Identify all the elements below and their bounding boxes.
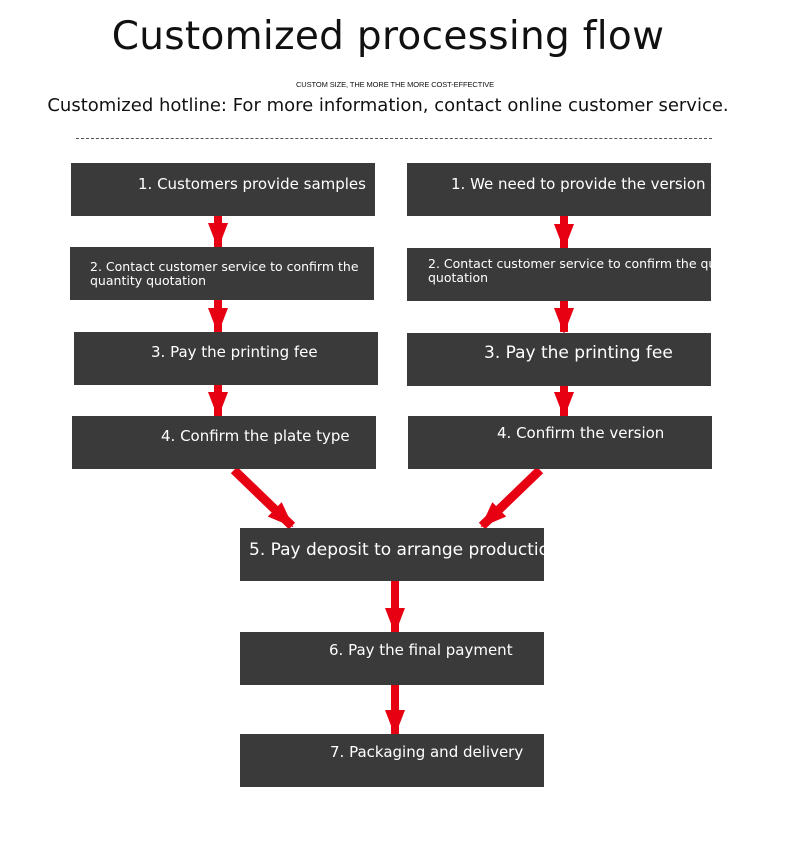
step-7-box: 7. Packaging and delivery <box>240 734 544 787</box>
right-step-4-label: 4. Confirm the version <box>497 424 665 442</box>
right-step-2-label: 2. Contact customer service to confirm t… <box>428 256 711 286</box>
right-step-4-box: 4. Confirm the version <box>408 416 712 469</box>
right-step-3-label: 3. Pay the printing fee <box>484 343 673 363</box>
arrow-right-4-5 <box>478 466 544 530</box>
step-6-label: 6. Pay the final payment <box>329 641 513 659</box>
left-step-1-label: 1. Customers provide samples <box>138 175 366 193</box>
step-7-label: 7. Packaging and delivery <box>330 743 524 761</box>
right-step-1-label: 1. We need to provide the version <box>451 175 706 193</box>
right-step-3-box: 3. Pay the printing fee <box>407 333 711 386</box>
dashed-divider <box>76 138 712 139</box>
step-5-label: 5. Pay deposit to arrange production <box>249 540 544 560</box>
page-title: Customized processing flow <box>111 14 665 59</box>
step-6-box: 6. Pay the final payment <box>240 632 544 685</box>
hotline-text: Customized hotline: For more information… <box>47 95 729 116</box>
right-step-2-box: 2. Contact customer service to confirm t… <box>407 248 711 301</box>
left-step-3-label: 3. Pay the printing fee <box>151 343 318 361</box>
right-step-1-box: 1. We need to provide the version <box>407 163 711 216</box>
left-step-3-box: 3. Pay the printing fee <box>74 332 378 385</box>
page-subtitle: CUSTOM SIZE, THE MORE THE MORE COST-EFFE… <box>295 80 495 89</box>
arrow-left-4-5 <box>230 466 296 530</box>
step-5-box: 5. Pay deposit to arrange production <box>240 528 544 581</box>
left-step-1-box: 1. Customers provide samples <box>71 163 375 216</box>
left-step-2-label: 2. Contact customer service to confirm t… <box>90 259 359 289</box>
left-step-4-label: 4. Confirm the plate type <box>161 427 350 445</box>
left-step-4-box: 4. Confirm the plate type <box>72 416 376 469</box>
left-step-2-box: 2. Contact customer service to confirm t… <box>70 247 374 300</box>
